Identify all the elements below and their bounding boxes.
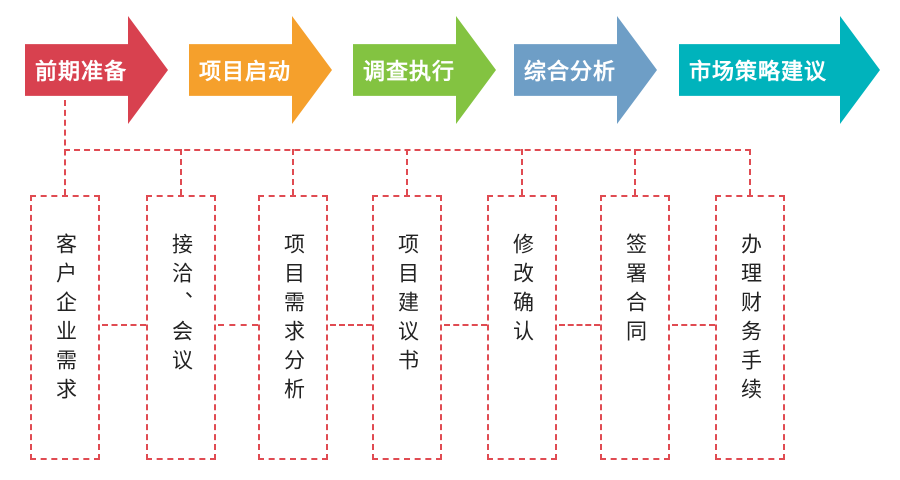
stage-label: 调查执行 (363, 60, 456, 85)
step-label: 接洽、会议 (169, 233, 194, 378)
connector-step-2-3 (218, 324, 258, 326)
step-label: 修改确认 (510, 233, 535, 349)
stage-arrow-analysis: 综合分析 (514, 16, 657, 124)
step-box-contact-meeting: 接洽、会议 (146, 195, 216, 460)
stage-label: 综合分析 (524, 60, 617, 85)
step-label: 客户企业需求 (53, 233, 78, 407)
step-label: 办理财务手续 (738, 233, 763, 407)
step-box-customer-needs: 客户企业需求 (30, 195, 100, 460)
connector-step-6-7 (672, 324, 715, 326)
step-box-revision-confirmation: 修改确认 (487, 195, 557, 460)
step-box-sign-contract: 签署合同 (600, 195, 670, 460)
stage-arrow-kickoff: 项目启动 (189, 16, 332, 124)
connector-step-5-6 (559, 324, 600, 326)
stage-arrow-strategy-recommendation: 市场策略建议 (679, 16, 880, 124)
step-label: 项目需求分析 (281, 233, 306, 407)
step-box-financial-procedures: 办理财务手续 (715, 195, 785, 460)
connector-step-1-2 (102, 324, 146, 326)
connector-step-3-4 (330, 324, 372, 326)
step-box-proposal: 项目建议书 (372, 195, 442, 460)
stage-label: 前期准备 (35, 60, 128, 85)
stage-label: 市场策略建议 (689, 60, 828, 85)
stage-arrow-preparation: 前期准备 (25, 16, 168, 124)
step-label: 项目建议书 (395, 233, 420, 378)
stage-arrow-research-execution: 调查执行 (353, 16, 496, 124)
step-box-requirement-analysis: 项目需求分析 (258, 195, 328, 460)
step-label: 签署合同 (623, 233, 648, 349)
connector-drop-4 (406, 149, 408, 195)
connector-step-4-5 (444, 324, 487, 326)
connector-drop-2 (180, 149, 182, 195)
connector-main-vertical (64, 100, 66, 195)
connector-drop-6 (634, 149, 636, 195)
connector-drop-3 (292, 149, 294, 195)
connector-drop-7 (749, 149, 751, 195)
connector-drop-5 (521, 149, 523, 195)
stage-label: 项目启动 (199, 60, 292, 85)
